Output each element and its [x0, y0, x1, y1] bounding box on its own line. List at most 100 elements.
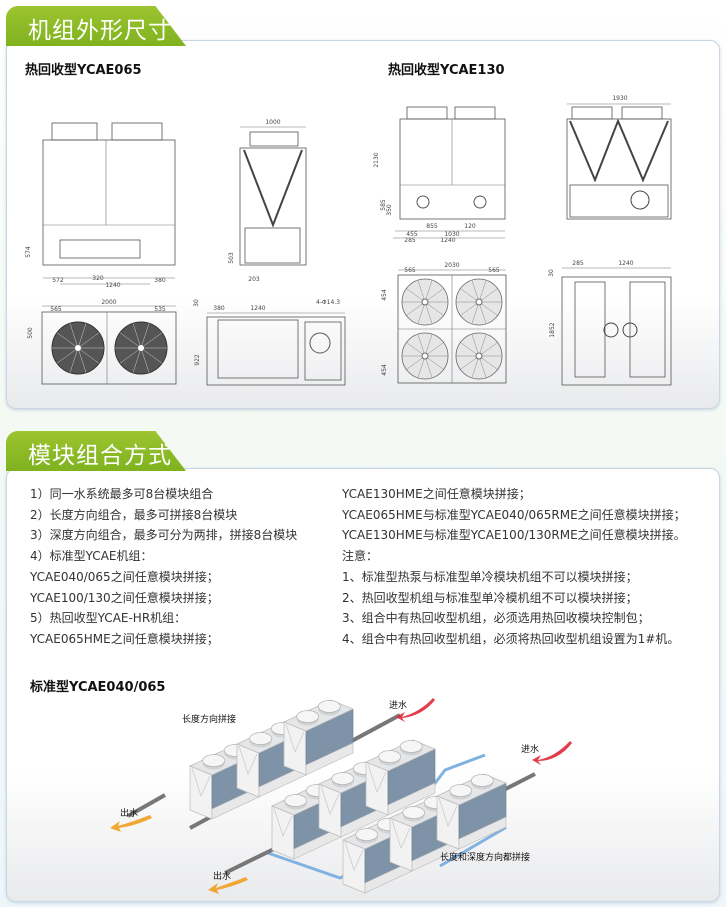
fan-icon — [471, 774, 494, 787]
dimension-label: 2030 — [444, 262, 459, 269]
fan-blade — [140, 323, 150, 349]
fan-blade — [471, 334, 480, 357]
dimension-label: 922 — [194, 354, 201, 366]
inlet-label: 进水 — [521, 743, 539, 755]
fan-blade — [77, 347, 100, 364]
fan-blade — [460, 301, 480, 316]
dimension-label: 572 — [52, 277, 64, 284]
fan-blade — [417, 334, 426, 357]
fan-hub — [138, 345, 144, 351]
fan-blade — [471, 280, 480, 303]
right-model-title: 热回收型YCAE130 — [388, 63, 505, 78]
fan-blade — [77, 332, 100, 349]
fan-icon — [202, 754, 225, 767]
fan-blade — [424, 301, 433, 324]
fan-icon — [449, 784, 472, 797]
fan-blade — [460, 342, 480, 357]
dimension-label: 1030 — [444, 231, 459, 238]
fan-blade — [424, 301, 444, 316]
unit-base-frame — [458, 816, 507, 850]
fan-blade — [406, 342, 426, 357]
compressor-icon — [630, 190, 650, 210]
dimension-label: 380 — [154, 277, 166, 284]
fan-blade — [56, 332, 79, 349]
dimension-label: 203 — [248, 276, 260, 283]
outlet-pipe — [127, 793, 166, 818]
diagram-title: 标准型YCAE040/065 — [30, 680, 166, 695]
dimension-label: 565 — [50, 306, 62, 313]
dimension-label: 285 — [404, 237, 416, 244]
fan-blade — [140, 332, 163, 349]
chiller-unit — [283, 699, 354, 776]
fan-blade — [140, 347, 163, 364]
dimension-label: 503 — [228, 252, 235, 264]
coil-w — [569, 118, 669, 183]
front-view — [42, 139, 176, 266]
dimension-label: 30 — [548, 269, 555, 277]
list-item: 1、标准型热泵与标准型单冷模块机组不可以模块拼接； — [342, 569, 638, 584]
heat-exchanger — [59, 239, 141, 259]
fan-blade — [69, 323, 79, 349]
section-tab-combination: 模块组合方式 — [6, 431, 186, 471]
list-item: 注意： — [342, 549, 379, 564]
fan-blade — [478, 355, 498, 370]
fan-blade — [406, 355, 426, 370]
chiller-unit — [318, 761, 389, 838]
fan-blade — [478, 342, 498, 357]
dimension-label: 350 — [386, 204, 393, 216]
compressor-area — [244, 227, 301, 264]
dimension-label: 565 — [404, 267, 416, 274]
dimension-label: 1240 — [440, 237, 455, 244]
dimension-label: 2130 — [373, 152, 380, 167]
unit-v-frame — [191, 767, 211, 798]
left-rules-list: 1）同一水系统最多可8台模块组合 2）长度方向组合，最多可拼接8台模块 3）深度… — [30, 484, 297, 650]
compressor-icon — [603, 322, 619, 338]
fan-blade — [424, 334, 433, 357]
list-item: YCAE065HME与标准型YCAE040/065RME之间任意模块拼接； — [342, 507, 686, 522]
outlet-arrow-icon — [208, 877, 248, 894]
dimension-label: 30 — [193, 299, 200, 307]
unit-base-frame — [387, 782, 436, 816]
list-item: 4）标准型YCAE机组： — [30, 549, 153, 564]
front-view — [399, 118, 506, 220]
fan-blade — [119, 332, 142, 349]
fan-blade — [424, 288, 444, 303]
dimension-label: 455 — [406, 231, 418, 238]
list-item: 3、组合中有热回收型机组，必须选用热回收模块控制包； — [342, 611, 650, 626]
fan-blade — [478, 355, 487, 378]
dimension-label: 1240 — [105, 282, 120, 289]
list-item: 2、热回收型机组与标准型单冷模机组不可以模块拼接； — [342, 590, 638, 605]
dimension-label: 565 — [488, 267, 500, 274]
unit-v-frame — [391, 819, 411, 850]
dimension-label: 574 — [25, 246, 32, 258]
list-item: YCAE040/065之间任意模块拼接； — [30, 569, 219, 584]
fan-blade — [478, 301, 498, 316]
outlet-label: 出水 — [213, 870, 231, 882]
unit-v-frame — [320, 785, 340, 816]
unit-v-frame — [238, 745, 258, 776]
pump-icon — [309, 332, 331, 354]
section-title: 机组外形尺寸 — [28, 18, 172, 44]
chiller-unit — [365, 739, 436, 816]
list-item: 2）长度方向组合，最多可拼接8台模块 — [30, 507, 238, 522]
base-view — [206, 316, 346, 386]
side-view — [239, 147, 307, 266]
fan-blade — [69, 347, 79, 373]
list-item: 1）同一水系统最多可8台模块组合 — [30, 487, 214, 501]
outlet-label: 出水 — [120, 807, 138, 819]
fan-blade — [132, 347, 142, 373]
fan-hub — [421, 298, 429, 306]
fan-blade — [417, 280, 426, 303]
dimension-label: 1240 — [250, 305, 265, 312]
fan-blade — [471, 355, 480, 378]
fan-blade — [406, 288, 426, 303]
fan-icon — [402, 806, 425, 819]
dimension-label: 1852 — [549, 322, 556, 337]
unit-v-frame — [344, 841, 364, 872]
dimension-label: 120 — [464, 223, 476, 230]
side-view — [566, 118, 672, 220]
fan-blade — [119, 347, 142, 364]
fan-blade — [424, 355, 433, 378]
fan-blade — [424, 280, 433, 303]
